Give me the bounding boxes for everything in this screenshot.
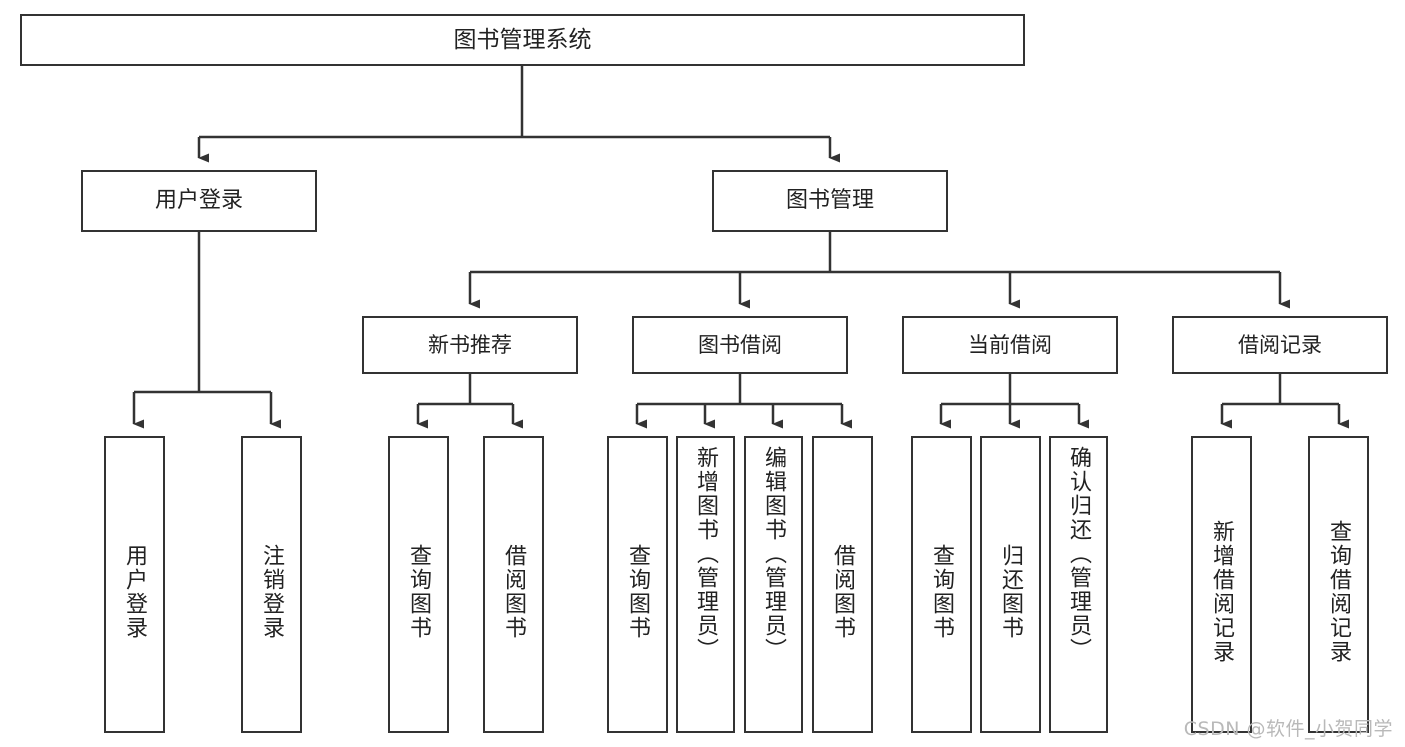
node-label: 注销登录 bbox=[259, 544, 285, 640]
node-label: 当前借阅 bbox=[968, 332, 1052, 357]
node-label: 确认归还（管理员） bbox=[1066, 446, 1092, 662]
node-label: 用户登录 bbox=[122, 544, 148, 640]
leaf-borrow-record-add[interactable]: 新增借阅记录 bbox=[1191, 436, 1252, 733]
leaf-current-borrow-query[interactable]: 查询图书 bbox=[911, 436, 972, 733]
node-label: 查询借阅记录 bbox=[1326, 520, 1352, 664]
node-borrow-record[interactable]: 借阅记录 bbox=[1172, 316, 1388, 374]
node-label: 图书管理 bbox=[785, 188, 874, 214]
leaf-new-book-query[interactable]: 查询图书 bbox=[388, 436, 449, 733]
leaf-book-borrow-edit[interactable]: 编辑图书（管理员） bbox=[744, 436, 803, 733]
node-label: 查询图书 bbox=[625, 544, 651, 640]
leaf-current-borrow-confirm-return[interactable]: 确认归还（管理员） bbox=[1049, 436, 1108, 733]
node-root-system[interactable]: 图书管理系统 bbox=[20, 14, 1025, 66]
leaf-book-borrow-borrow[interactable]: 借阅图书 bbox=[812, 436, 873, 733]
node-label: 借阅图书 bbox=[501, 544, 527, 640]
leaf-new-book-borrow[interactable]: 借阅图书 bbox=[483, 436, 544, 733]
node-label: 借阅记录 bbox=[1238, 332, 1322, 357]
leaf-user-login-login[interactable]: 用户登录 bbox=[104, 436, 165, 733]
node-label: 图书管理系统 bbox=[453, 26, 592, 53]
node-label: 查询图书 bbox=[406, 544, 432, 640]
node-book-management[interactable]: 图书管理 bbox=[712, 170, 948, 232]
node-label: 用户登录 bbox=[154, 188, 243, 214]
leaf-user-login-logout[interactable]: 注销登录 bbox=[241, 436, 302, 733]
leaf-book-borrow-query[interactable]: 查询图书 bbox=[607, 436, 668, 733]
csdn-watermark: CSDN @软件_小贺同学 bbox=[1183, 718, 1393, 740]
node-label: 图书借阅 bbox=[698, 332, 782, 357]
node-label: 新增借阅记录 bbox=[1209, 520, 1235, 664]
node-user-login[interactable]: 用户登录 bbox=[81, 170, 317, 232]
node-label: 新书推荐 bbox=[428, 332, 512, 357]
node-label: 归还图书 bbox=[998, 544, 1024, 640]
leaf-book-borrow-add[interactable]: 新增图书（管理员） bbox=[676, 436, 735, 733]
node-label: 借阅图书 bbox=[830, 544, 856, 640]
node-label: 编辑图书（管理员） bbox=[761, 446, 787, 662]
node-label: 查询图书 bbox=[929, 544, 955, 640]
leaf-current-borrow-return[interactable]: 归还图书 bbox=[980, 436, 1041, 733]
leaf-borrow-record-query[interactable]: 查询借阅记录 bbox=[1308, 436, 1369, 733]
node-current-borrow[interactable]: 当前借阅 bbox=[902, 316, 1118, 374]
node-label: 新增图书（管理员） bbox=[693, 446, 719, 662]
node-book-borrow[interactable]: 图书借阅 bbox=[632, 316, 848, 374]
node-new-book-recommend[interactable]: 新书推荐 bbox=[362, 316, 578, 374]
